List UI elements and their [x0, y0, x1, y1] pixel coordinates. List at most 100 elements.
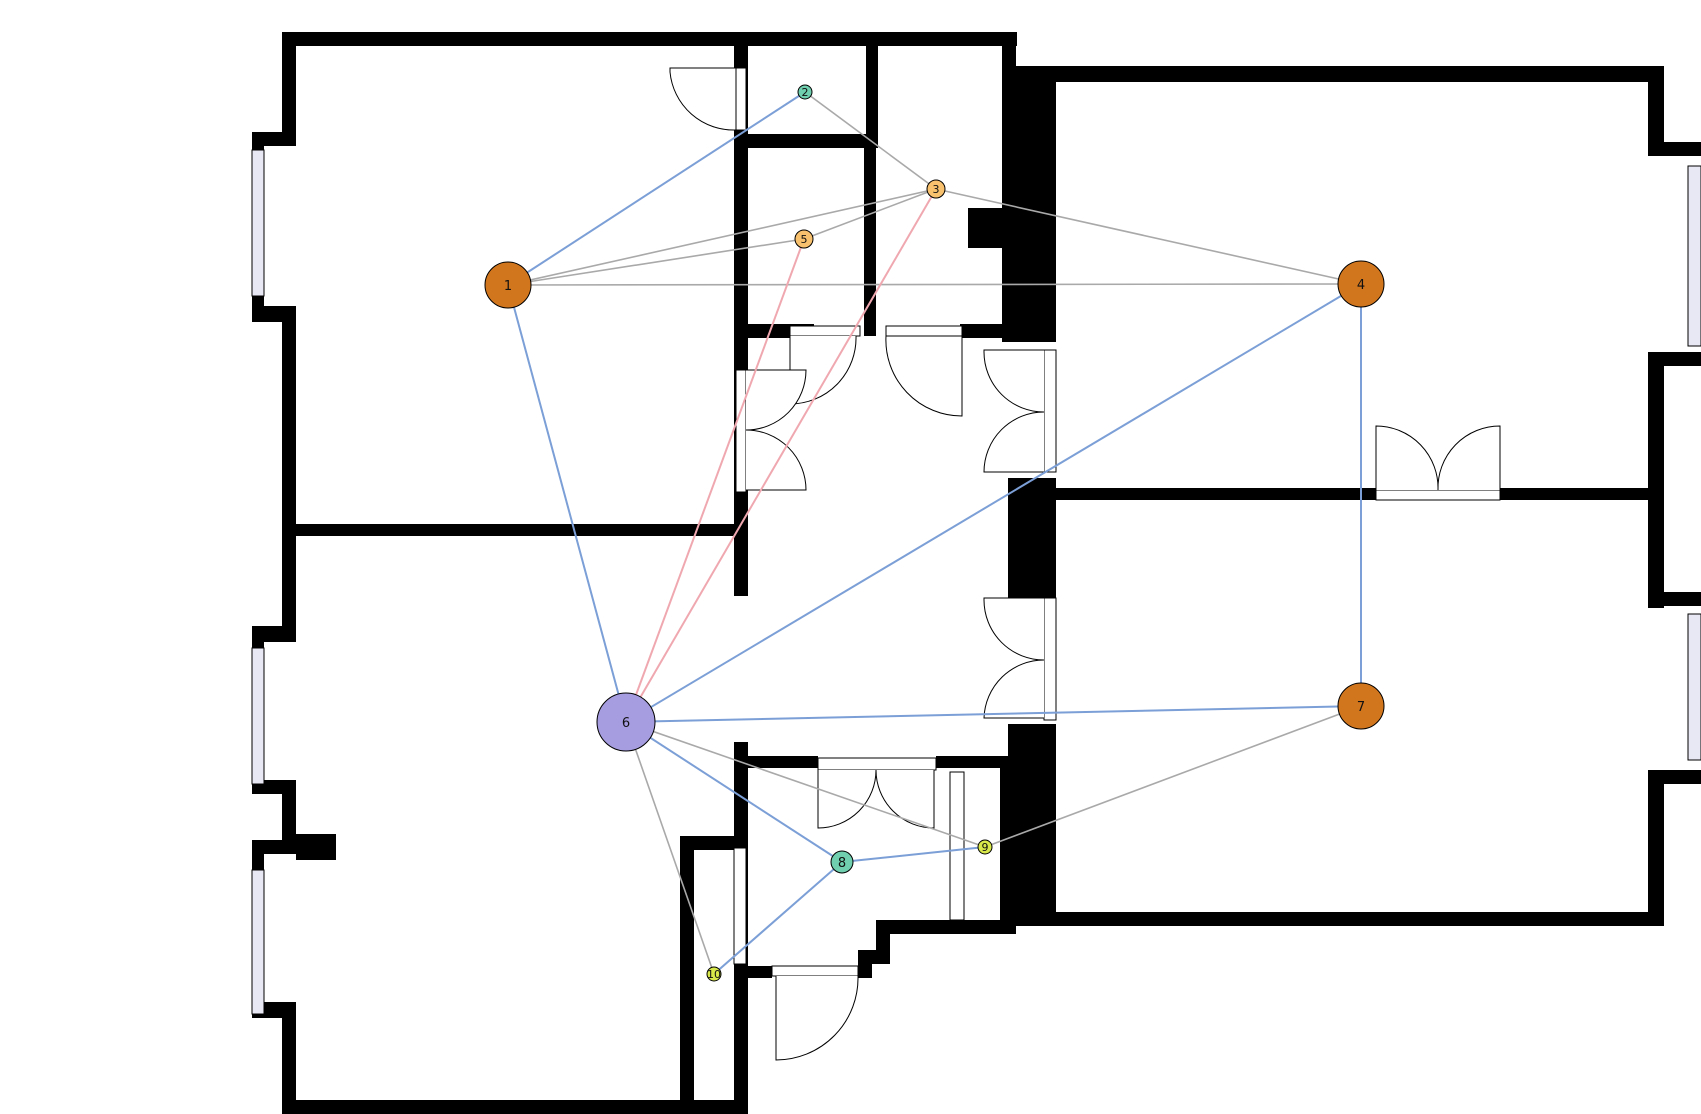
door-swing	[983, 659, 1045, 719]
node-3: 3	[926, 179, 946, 199]
node-label: 7	[1357, 700, 1365, 715]
wall	[282, 306, 296, 628]
window	[251, 869, 265, 1015]
node-circle	[977, 839, 993, 855]
wall	[866, 46, 878, 140]
wall	[1648, 770, 1664, 926]
wall	[858, 950, 872, 978]
walls	[252, 32, 1701, 1114]
door-frame	[1043, 349, 1057, 473]
node-2: 2	[797, 84, 813, 100]
node-10: 10	[706, 966, 722, 982]
wall	[876, 920, 1016, 934]
wall	[1648, 592, 1701, 606]
wall	[864, 140, 876, 336]
edge-3-4	[935, 188, 1362, 285]
door-frame	[735, 67, 747, 131]
wall	[1648, 352, 1664, 608]
node-5: 5	[794, 229, 814, 249]
edge-4-6	[625, 283, 1362, 723]
node-circle	[797, 84, 813, 100]
edge-9-7	[984, 705, 1362, 848]
graph-edges	[507, 91, 1362, 975]
node-label: 3	[933, 183, 940, 196]
edge-6-10	[625, 721, 715, 975]
node-label: 8	[838, 856, 846, 871]
wall	[680, 836, 694, 1114]
edge-6-9	[625, 721, 986, 848]
wall	[282, 524, 748, 536]
node-circle	[926, 179, 946, 199]
node-9: 9	[977, 839, 993, 855]
edge-1-2	[507, 91, 806, 286]
door-swing	[983, 349, 1045, 413]
door-swing	[1375, 425, 1439, 491]
window	[1687, 165, 1701, 347]
door-swing	[669, 67, 737, 131]
door-frame	[735, 369, 747, 493]
node-circle	[1337, 260, 1385, 308]
window	[251, 647, 265, 785]
door-swing	[1437, 425, 1501, 491]
wall	[748, 966, 772, 978]
wall	[1500, 488, 1664, 500]
wall	[734, 756, 818, 768]
edge-1-6	[507, 284, 627, 723]
edge-8-9	[841, 846, 986, 863]
door-swing	[775, 975, 859, 1061]
window	[1687, 613, 1701, 761]
edge-1-5	[507, 238, 805, 286]
door-swing	[983, 411, 1045, 473]
node-label: 2	[802, 86, 809, 99]
windows	[251, 149, 1701, 1015]
door-frame	[885, 325, 963, 337]
edge-8-10	[713, 861, 843, 975]
node-circle	[830, 850, 854, 874]
wall	[282, 1100, 748, 1114]
door-frame	[817, 757, 937, 771]
node-7: 7	[1337, 682, 1385, 730]
wall	[282, 32, 296, 142]
graph-nodes: 1 2 3 4 5 6 7 8 9 10	[484, 84, 1385, 982]
edge-3-5	[803, 188, 937, 240]
node-circle	[706, 966, 722, 982]
wall	[282, 1002, 296, 1114]
node-label: 1	[504, 279, 512, 294]
window	[251, 149, 265, 297]
door-swing	[745, 429, 807, 491]
door-frame	[1375, 489, 1501, 501]
edge-3-6	[625, 188, 937, 723]
door-swing	[983, 597, 1045, 661]
wall	[734, 134, 878, 148]
wall	[968, 208, 1002, 248]
node-label: 6	[622, 716, 630, 731]
door-frame	[1043, 597, 1057, 721]
node-circle	[596, 692, 656, 752]
node-8: 8	[830, 850, 854, 874]
node-label: 4	[1357, 278, 1365, 293]
door-frame	[789, 325, 861, 337]
door-frame	[771, 965, 859, 977]
wall	[1008, 66, 1056, 342]
edge-6-7	[625, 705, 1362, 723]
node-circle	[484, 261, 532, 309]
edge-5-6	[625, 238, 805, 723]
node-label: 10	[707, 968, 721, 981]
wall	[1008, 66, 1664, 82]
wall	[1648, 66, 1664, 156]
edge-1-3	[507, 188, 937, 286]
node-label: 9	[982, 841, 989, 854]
door-swing	[745, 369, 807, 431]
node-6: 6	[596, 692, 656, 752]
node-circle	[794, 229, 814, 249]
wall	[936, 756, 1016, 768]
wall	[282, 32, 1017, 46]
door-frame	[733, 847, 747, 965]
node-label: 5	[801, 233, 808, 246]
wall	[296, 834, 336, 860]
wall	[1648, 142, 1701, 156]
wall	[282, 780, 296, 848]
node-circle	[1337, 682, 1385, 730]
wall	[680, 836, 740, 850]
